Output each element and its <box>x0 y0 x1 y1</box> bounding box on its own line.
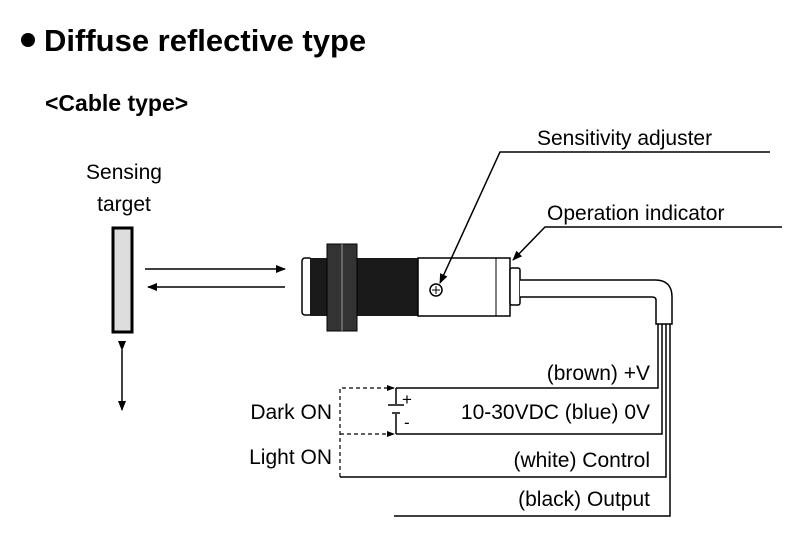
supply-label: 10-30VDC (blue) 0V <box>461 401 650 424</box>
operation-indicator-label: Operation indicator <box>547 202 724 225</box>
black-wire <box>394 324 671 517</box>
brown-wire-label: (brown) +V <box>547 362 650 385</box>
dark-on-connection <box>339 385 395 477</box>
section-subtitle: <Cable type> <box>45 90 188 116</box>
sensitivity-adjuster-leader <box>439 151 770 284</box>
operation-indicator-leader <box>512 226 782 261</box>
sensitivity-adjuster-label: Sensitivity adjuster <box>537 127 712 150</box>
dark-on-label: Dark ON <box>250 401 332 424</box>
sensing-target <box>111 226 134 334</box>
brown-wire <box>396 324 659 389</box>
black-wire-label: (black) Output <box>518 488 650 511</box>
sensing-target-label-1: Sensing <box>86 161 162 184</box>
minus-sign: - <box>404 413 410 432</box>
plus-sign: + <box>402 390 412 409</box>
bullet-icon <box>21 33 35 47</box>
blue-wire <box>396 324 663 435</box>
white-wire <box>340 324 667 478</box>
photoelectric-sensor <box>301 243 673 332</box>
sensing-target-label-2: target <box>97 193 151 216</box>
dc-supply-icon <box>388 388 404 434</box>
cable <box>520 279 673 325</box>
page-title: Diffuse reflective type <box>44 23 366 58</box>
light-on-label: Light ON <box>249 446 332 469</box>
white-wire-label: (white) Control <box>513 449 650 472</box>
